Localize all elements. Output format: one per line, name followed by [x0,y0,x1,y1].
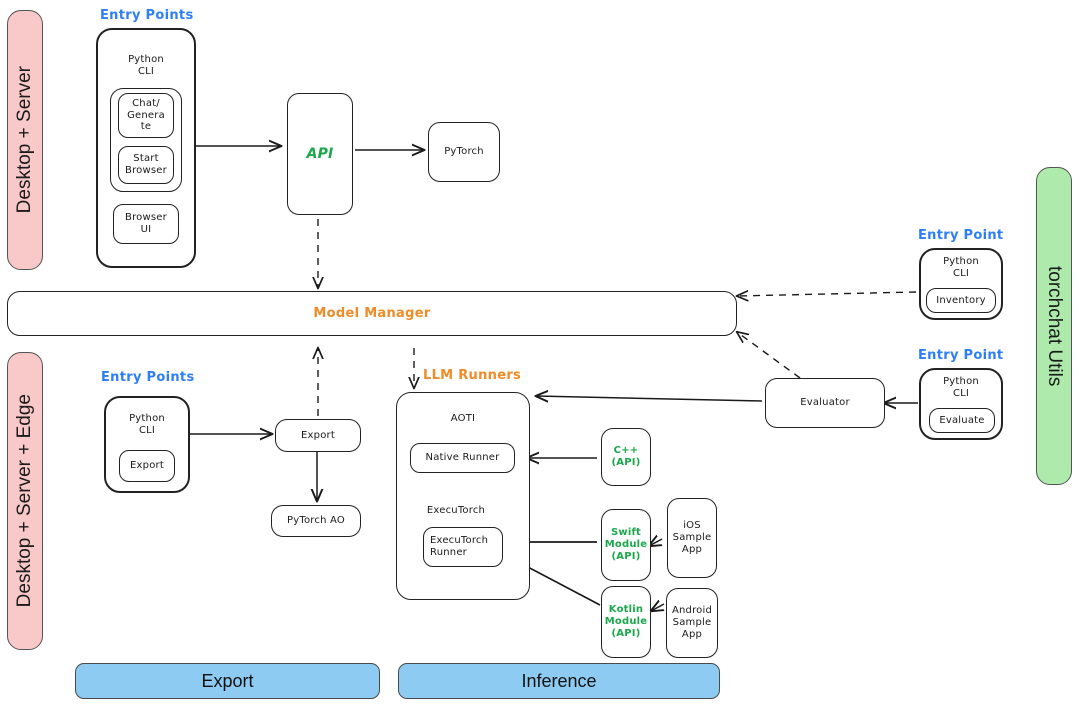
aoti-label: AOTI [450,413,476,424]
executorch-runner-node[interactable]: ExecuTorch Runner [423,527,503,567]
evaluate-node[interactable]: Evaluate [929,408,995,433]
evaluator-node[interactable]: Evaluator [765,378,885,428]
sidebar-torchchat-utils-label: torchchat Utils [1044,265,1065,387]
android-sample-app-node[interactable]: Android Sample App [666,588,718,658]
chat-generate-node[interactable]: Chat/ Genera te [118,93,174,138]
swift-module-api-node[interactable]: Swift Module (API) [601,509,651,581]
legend-inference: Inference [398,663,720,699]
python-cli-label-inventory: Python CLI [943,256,979,279]
model-manager-node[interactable]: Model Manager [7,291,737,336]
caption-entry-points-export: Entry Points [101,370,195,385]
start-browser-node[interactable]: Start Browser [118,146,174,184]
cpp-api-label: C++ (API) [611,445,641,468]
native-runner-node[interactable]: Native Runner [410,443,515,473]
sidebar-desktop-server-edge-label: Desktop + Server + Edge [14,394,35,608]
pytorch-node[interactable]: PyTorch [428,122,500,182]
sidebar-desktop-server: Desktop + Server [7,10,43,270]
caption-entry-point-inventory: Entry Point [918,228,1004,243]
sidebar-desktop-server-edge: Desktop + Server + Edge [7,352,43,650]
python-cli-label-export: Python CLI [129,413,165,436]
browser-ui-node[interactable]: Browser UI [113,204,179,244]
export-node[interactable]: Export [275,419,361,452]
sidebar-desktop-server-label: Desktop + Server [14,66,35,214]
kotlin-module-api-label: Kotlin Module (API) [604,604,648,639]
python-cli-label-evaluate: Python CLI [943,376,979,399]
caption-entry-point-evaluate: Entry Point [918,348,1004,363]
ios-sample-app-node[interactable]: iOS Sample App [667,498,717,578]
export-entry-node[interactable]: Export [119,450,175,482]
kotlin-module-api-node[interactable]: Kotlin Module (API) [601,586,651,658]
swift-module-api-label: Swift Module (API) [604,527,648,562]
python-cli-label-top: Python CLI [128,54,164,77]
model-manager-label: Model Manager [313,306,431,321]
api-node[interactable]: API [287,93,353,215]
inventory-node[interactable]: Inventory [926,288,996,313]
cpp-api-node[interactable]: C++ (API) [601,428,651,486]
pytorch-ao-node[interactable]: PyTorch AO [271,505,361,537]
legend-export: Export [75,663,380,699]
sidebar-torchchat-utils: torchchat Utils [1036,167,1072,485]
api-node-label: API [306,145,334,162]
caption-llm-runners: LLM Runners [423,368,522,383]
executorch-label: ExecuTorch [426,505,486,516]
caption-entry-points-top: Entry Points [100,8,194,23]
